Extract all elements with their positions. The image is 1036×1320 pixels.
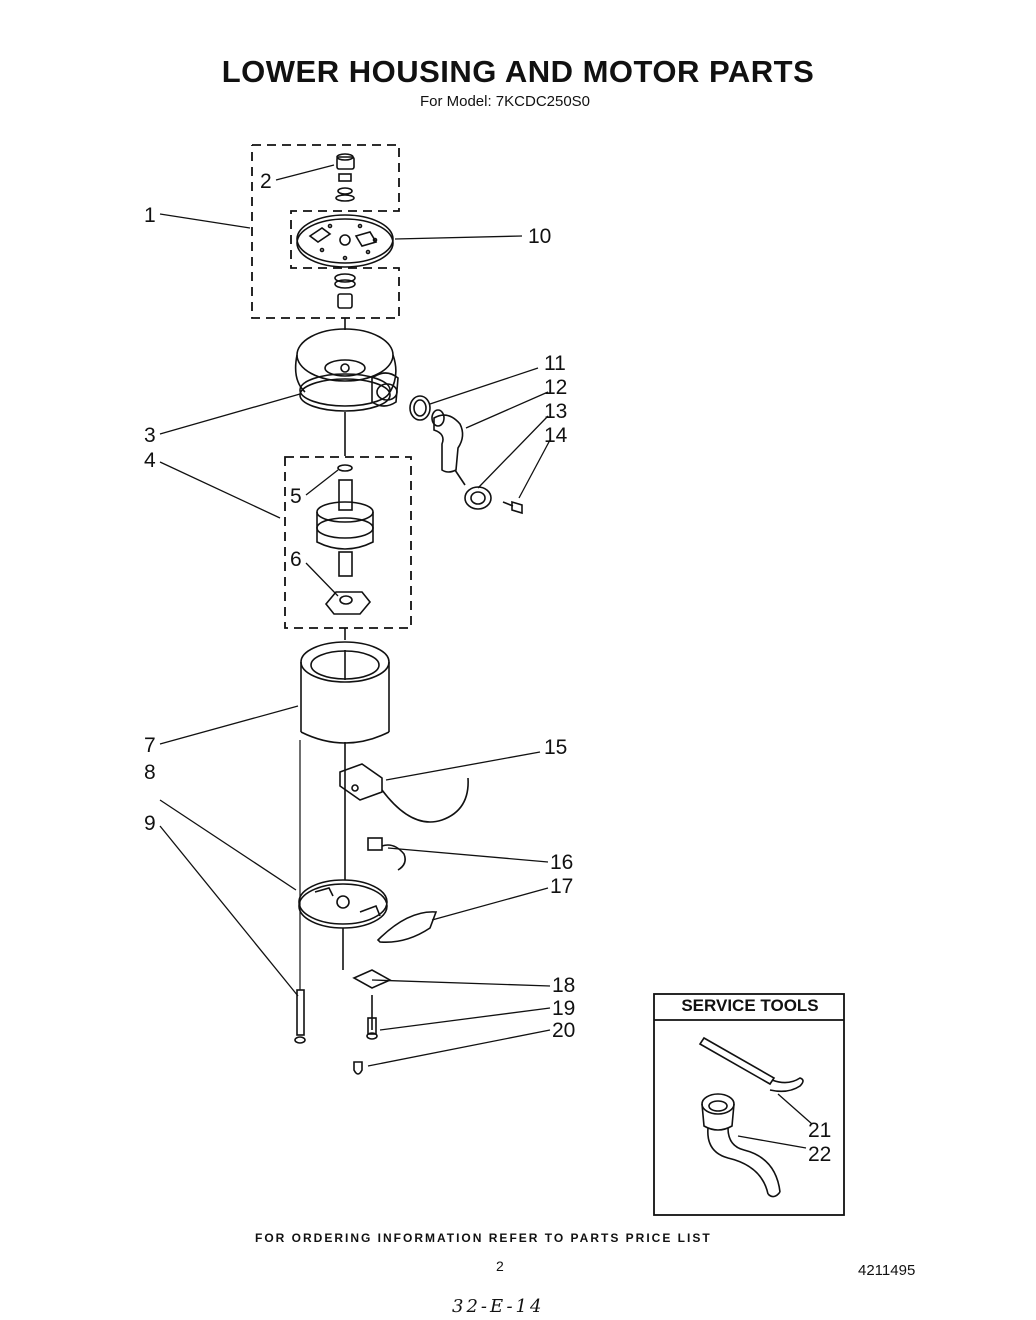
callout-8: 8 — [144, 761, 156, 784]
callout-1: 1 — [144, 204, 156, 227]
callout-18: 18 — [552, 974, 575, 997]
callout-5: 5 — [290, 485, 302, 508]
callout-13: 13 — [544, 400, 567, 423]
callout-6: 6 — [290, 548, 302, 571]
callout-4: 4 — [144, 449, 156, 472]
callout-22: 22 — [808, 1143, 831, 1166]
part-10-lower-stack — [334, 273, 356, 309]
callout-11: 11 — [544, 352, 566, 375]
part-15-switch — [339, 763, 469, 823]
page-number: 2 — [496, 1258, 504, 1274]
part-12-drain-elbow — [431, 409, 464, 473]
leader-lines — [159, 164, 813, 1149]
part-4-group-box — [284, 456, 412, 629]
part-10-turntable — [296, 214, 394, 268]
service-tools-box — [653, 993, 845, 1216]
callout-2: 2 — [260, 170, 272, 193]
service-tools-title: SERVICE TOOLS — [681, 996, 819, 1015]
part-18-insulator — [342, 928, 392, 989]
callout-20: 20 — [552, 1019, 575, 1042]
part-2-nut-stack — [335, 153, 355, 202]
callout-16: 16 — [550, 851, 573, 874]
callout-21: 21 — [808, 1119, 831, 1142]
part-22-tool-hose — [701, 1093, 781, 1198]
part-8-end-bell — [298, 879, 388, 929]
part-6-bearing-bracket — [324, 591, 372, 615]
callout-19: 19 — [552, 997, 575, 1020]
part-21-tool-wrench — [698, 1036, 804, 1093]
part-14-screw — [502, 500, 523, 515]
part-16-connector — [367, 837, 406, 871]
part-3-lower-housing — [294, 318, 399, 412]
part-20-screw — [353, 1061, 363, 1075]
part-11-gasket — [409, 395, 431, 421]
callout-3: 3 — [144, 424, 156, 447]
callout-9: 9 — [144, 812, 156, 835]
part-1-group-box — [251, 144, 400, 319]
callout-15: 15 — [544, 736, 567, 759]
document-number: 4211495 — [858, 1262, 916, 1279]
handwritten-note: 32-E-14 — [452, 1296, 545, 1317]
ordering-note: FOR ORDERING INFORMATION REFER TO PARTS … — [255, 1231, 712, 1245]
callout-10: 10 — [528, 225, 551, 248]
callout-labels: 1 2 3 4 5 6 7 8 9 10 11 12 13 14 15 16 1… — [144, 170, 831, 1166]
part-17-cover — [376, 911, 438, 944]
callout-7: 7 — [144, 734, 156, 757]
model-subtitle: For Model: 7KCDC250S0 — [419, 93, 591, 110]
part-9-bolt — [294, 989, 306, 1044]
part-4-rotor — [316, 479, 374, 577]
part-7-stator — [300, 641, 390, 744]
part-5-washer — [337, 464, 353, 472]
callout-17: 17 — [550, 875, 573, 898]
callout-14: 14 — [544, 424, 568, 447]
part-19-screw — [366, 995, 378, 1040]
page-title: LOWER HOUSING AND MOTOR PARTS — [221, 54, 815, 89]
callout-12: 12 — [544, 376, 567, 399]
part-13-clamp — [454, 469, 492, 510]
